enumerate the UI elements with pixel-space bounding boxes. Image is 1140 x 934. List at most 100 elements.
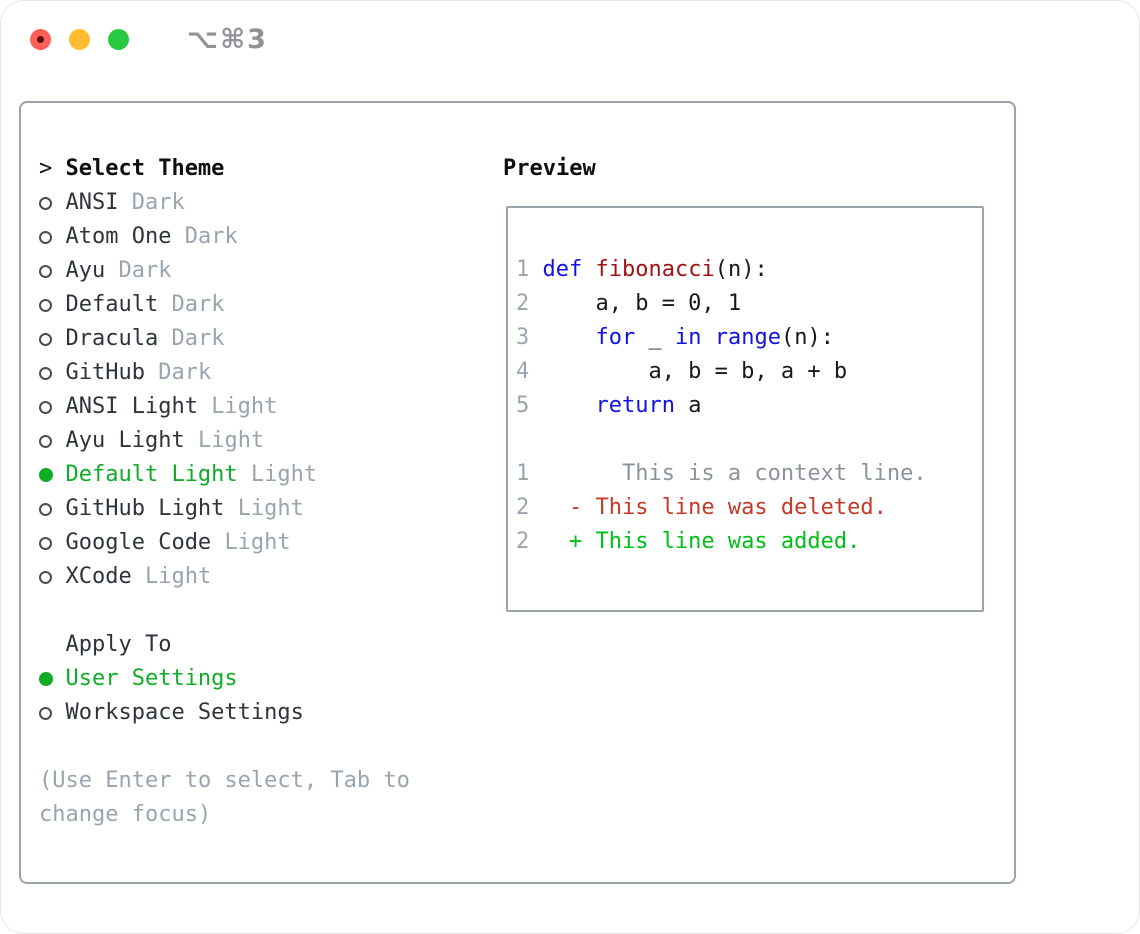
line-number: 5 xyxy=(516,393,530,418)
zoom-button[interactable] xyxy=(108,28,129,50)
code-segment-code xyxy=(582,257,595,282)
code-line: 2 + This line was added. xyxy=(516,525,982,559)
theme-item-atom-one[interactable]: Atom One Dark xyxy=(39,220,503,254)
code-segment-code: a, b = b, a + b xyxy=(542,359,848,384)
variant-label: Light xyxy=(250,462,318,487)
apply-to-header: Apply To xyxy=(39,628,503,662)
variant-label: Light xyxy=(237,496,304,521)
window-shortcut-label: ⌥⌘3 xyxy=(187,23,268,55)
line-number: 2 xyxy=(516,291,530,316)
theme-item-github[interactable]: GitHub Dark xyxy=(39,356,503,390)
line-number: 2 xyxy=(516,529,530,554)
theme-item-ayu-light[interactable]: Ayu Light Light xyxy=(39,424,503,458)
code-segment-added: + This line was added. xyxy=(542,529,861,554)
option-label: GitHub Light xyxy=(65,496,225,521)
option-label: Default xyxy=(65,292,159,317)
option-label: Atom One xyxy=(65,224,172,249)
code-segment-keyword: for xyxy=(595,325,636,350)
option-label: Ayu Light xyxy=(65,428,185,453)
hint-text-line-2: change focus) xyxy=(39,802,212,827)
radio-icon xyxy=(39,435,52,448)
radio-icon xyxy=(39,503,52,516)
line-number: 1 xyxy=(516,461,530,486)
variant-label: Dark xyxy=(158,360,212,385)
variant-label: Dark xyxy=(171,326,225,351)
theme-item-github-light[interactable]: GitHub Light Light xyxy=(39,492,503,526)
theme-list-header: > Select Theme xyxy=(39,152,503,186)
theme-item-xcode[interactable]: XCode Light xyxy=(39,560,503,594)
code-line: 2 - This line was deleted. xyxy=(516,491,982,525)
theme-item-default[interactable]: Default Dark xyxy=(39,288,503,322)
code-segment-keyword: range xyxy=(714,325,781,350)
code-segment-code xyxy=(542,325,595,350)
theme-item-ansi[interactable]: ANSI Dark xyxy=(39,186,503,220)
theme-item-default-light[interactable]: Default Light Light xyxy=(39,458,503,492)
line-number: 4 xyxy=(516,359,530,384)
code-line: 3 for _ in range(n): xyxy=(516,321,982,355)
variant-label: Dark xyxy=(171,292,225,317)
radio-icon xyxy=(39,265,52,278)
code-segment-code: _ xyxy=(635,325,675,350)
spacer-row xyxy=(39,594,503,628)
theme-item-dracula[interactable]: Dracula Dark xyxy=(39,322,503,356)
preview-title: Preview xyxy=(503,156,596,181)
theme-list-title: Select Theme xyxy=(65,156,225,181)
hint-text-line-1: (Use Enter to select, Tab to xyxy=(39,768,410,793)
code-segment-function: fibonacci xyxy=(595,257,715,282)
code-segment-keyword: return xyxy=(595,393,675,418)
code-segment-code xyxy=(701,325,714,350)
spacer-row xyxy=(39,730,503,764)
apply-to-label: Apply To xyxy=(65,632,172,657)
minimize-button[interactable] xyxy=(69,28,90,50)
line-number: 2 xyxy=(516,495,530,520)
variant-label: Light xyxy=(224,530,291,555)
radio-icon xyxy=(39,299,52,312)
variant-label: Dark xyxy=(131,190,185,215)
selection-cursor: > xyxy=(39,156,53,181)
code-segment-keyword: in xyxy=(674,325,702,350)
radio-icon xyxy=(39,401,52,414)
code-segment-code: a xyxy=(674,393,702,418)
theme-item-ayu[interactable]: Ayu Dark xyxy=(39,254,503,288)
radio-icon xyxy=(39,367,52,380)
code-line: 5 return a xyxy=(516,389,982,423)
option-label: Dracula xyxy=(65,326,159,351)
code-line: 1 This is a context line. xyxy=(516,457,982,491)
variant-label: Light xyxy=(211,394,278,419)
option-label: ANSI Light xyxy=(65,394,198,419)
code-line: 2 a, b = 0, 1 xyxy=(516,287,982,321)
apply-option-user-settings[interactable]: User Settings xyxy=(39,662,503,696)
radio-icon xyxy=(39,537,52,550)
code-segment-context: This is a context line. xyxy=(542,461,927,486)
code-segment-code: (n): xyxy=(714,257,768,282)
radio-icon xyxy=(39,333,52,346)
variant-label: Dark xyxy=(118,258,172,283)
variant-label: Light xyxy=(144,564,212,589)
close-button[interactable] xyxy=(30,28,51,50)
variant-label: Dark xyxy=(184,224,238,249)
variant-label: Light xyxy=(197,428,265,453)
radio-icon xyxy=(39,707,52,720)
option-label: User Settings xyxy=(65,666,238,691)
radio-selected-icon xyxy=(39,468,53,482)
code-line xyxy=(516,423,982,457)
option-label: ANSI xyxy=(65,190,119,215)
option-label: Google Code xyxy=(65,530,212,555)
code-line: 4 a, b = b, a + b xyxy=(516,355,982,389)
radio-icon xyxy=(39,571,52,584)
radio-selected-icon xyxy=(39,672,53,686)
code-segment-code: (n): xyxy=(780,325,834,350)
window-titlebar: ⌥⌘3 xyxy=(1,1,1139,55)
radio-icon xyxy=(39,197,52,210)
apply-option-workspace-settings[interactable]: Workspace Settings xyxy=(39,696,503,730)
option-label: GitHub xyxy=(65,360,145,385)
theme-item-google-code[interactable]: Google Code Light xyxy=(39,526,503,560)
theme-item-ansi-light[interactable]: ANSI Light Light xyxy=(39,390,503,424)
